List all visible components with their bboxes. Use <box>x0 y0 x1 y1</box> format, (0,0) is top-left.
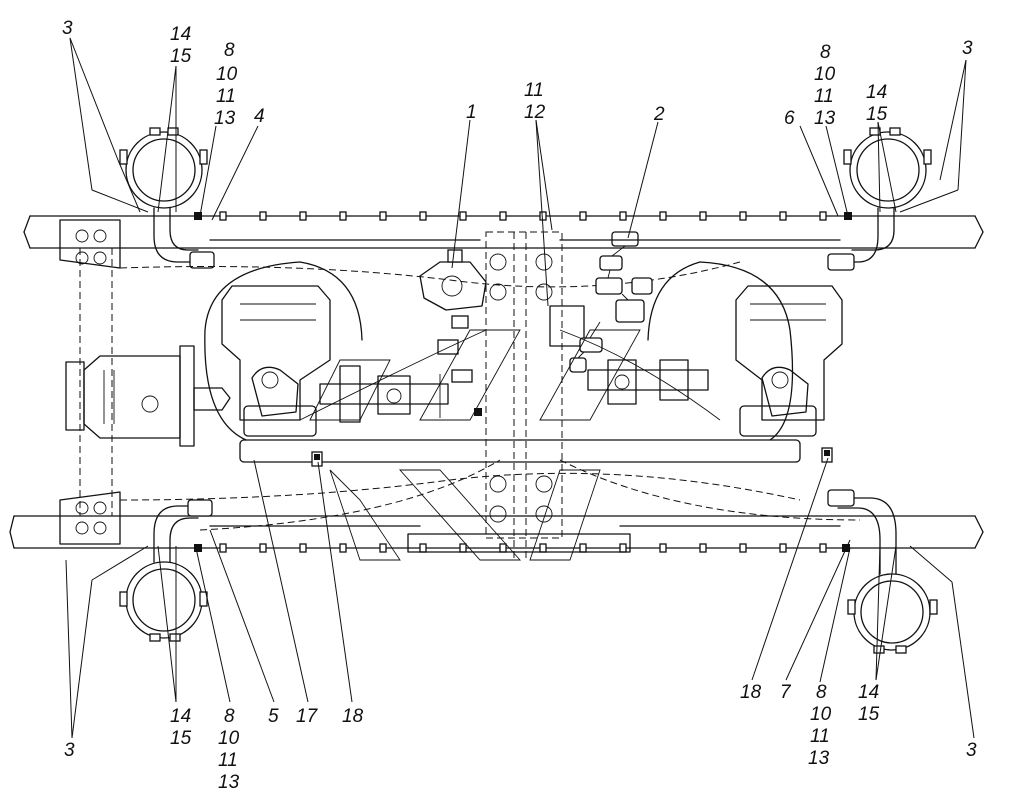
left-cross-member <box>59 219 121 545</box>
callout-3-top-left: 3 <box>62 18 73 39</box>
rivet-head <box>739 543 747 553</box>
brake-chamber-top-left <box>119 127 215 269</box>
rivet-head <box>619 211 627 221</box>
propeller-shaft-left <box>319 365 449 423</box>
callout-6: 6 <box>784 108 795 129</box>
rivet-head <box>259 211 267 221</box>
frame-rivets <box>219 211 827 553</box>
rivet-head <box>699 211 707 221</box>
callout-5: 5 <box>268 706 279 727</box>
leader-lines <box>65 37 975 739</box>
callout-11-center: 11 <box>524 80 544 101</box>
callout-15-top-right: 15 <box>866 104 888 125</box>
callout-18-bottom-right: 18 <box>740 682 762 703</box>
callout-14-bottom-left: 14 <box>170 706 191 727</box>
transmission-housing <box>65 345 231 447</box>
callout-10-bottom-left: 10 <box>218 728 240 749</box>
callout-13-top-left: 13 <box>214 108 236 129</box>
callout-8-bottom-right: 8 <box>816 682 827 703</box>
rivet-head <box>379 543 387 553</box>
rivet-head <box>499 211 507 221</box>
rivet-head <box>339 543 347 553</box>
center-brace <box>309 329 641 561</box>
brake-chamber-top-right <box>827 127 932 271</box>
rivet-head <box>539 543 547 553</box>
rivet-head <box>459 543 467 553</box>
callout-4: 4 <box>254 106 265 127</box>
rivet-head <box>459 211 467 221</box>
callout-labels: 3 14 15 8 10 11 13 4 1 11 12 2 8 10 11 1… <box>62 18 977 793</box>
callout-8-top-left: 8 <box>224 40 235 61</box>
callout-3-bottom-left: 3 <box>64 740 75 761</box>
callout-15-top-left: 15 <box>170 46 192 67</box>
rivet-head <box>819 211 827 221</box>
callout-13-top-right: 13 <box>814 108 836 129</box>
callout-15-bottom-right: 15 <box>858 704 880 725</box>
callout-11-top-left: 11 <box>216 86 236 107</box>
propeller-shaft-right <box>587 359 709 405</box>
callout-3-bottom-right: 3 <box>966 740 977 761</box>
axle-housing-outlines <box>119 261 861 531</box>
rivet-head <box>419 543 427 553</box>
callout-1: 1 <box>466 102 477 123</box>
callout-14-bottom-right: 14 <box>858 682 879 703</box>
callout-12: 12 <box>524 102 546 123</box>
brake-chamber-bottom-right <box>827 489 938 654</box>
callout-10-top-right: 10 <box>814 64 836 85</box>
frame-rail-bottom <box>9 515 984 549</box>
rivet-head <box>419 211 427 221</box>
brake-chamber-bottom-left <box>119 499 213 642</box>
rivet-head <box>379 211 387 221</box>
callout-13-bottom-left: 13 <box>218 772 240 793</box>
callout-11-bottom-right: 11 <box>810 726 830 747</box>
rivet-head <box>699 543 707 553</box>
rivet-head <box>299 211 307 221</box>
rivet-head <box>739 211 747 221</box>
rear-axle-right <box>735 285 843 437</box>
rivet-head <box>579 543 587 553</box>
callout-14-top-left: 14 <box>170 24 191 45</box>
brake-valve-1 <box>419 249 487 416</box>
rivet-head <box>659 211 667 221</box>
brake-lines <box>209 239 841 527</box>
rivet-head <box>819 543 827 553</box>
callout-10-top-left: 10 <box>216 64 238 85</box>
rivet-head <box>259 543 267 553</box>
callout-15-bottom-left: 15 <box>170 728 192 749</box>
rivet-head <box>659 543 667 553</box>
brake-valve-2 <box>569 231 653 373</box>
callout-10-bottom-right: 10 <box>810 704 832 725</box>
callout-11-top-right: 11 <box>814 86 834 107</box>
rivet-head <box>579 211 587 221</box>
rivet-head <box>219 543 227 553</box>
callout-2: 2 <box>653 104 665 125</box>
center-mount-block <box>407 231 631 560</box>
callout-17: 17 <box>296 706 319 727</box>
rivet-head <box>779 543 787 553</box>
rivet-head <box>219 211 227 221</box>
callout-3-top-right: 3 <box>962 38 973 59</box>
callout-14-top-right: 14 <box>866 82 887 103</box>
sensor-left <box>311 451 323 467</box>
rivet-head <box>299 543 307 553</box>
rivet-head <box>779 211 787 221</box>
callout-11-bottom-left: 11 <box>218 750 238 771</box>
callout-13-bottom-right: 13 <box>808 748 830 769</box>
callout-18-bottom-center: 18 <box>342 706 364 727</box>
rear-axle-left <box>221 285 801 463</box>
callout-8-top-right: 8 <box>820 42 831 63</box>
rivet-head <box>339 211 347 221</box>
callout-8-bottom-left: 8 <box>224 706 235 727</box>
callout-7: 7 <box>780 682 792 703</box>
rivet-head <box>499 543 507 553</box>
rivet-head <box>619 543 627 553</box>
rivet-head <box>539 211 547 221</box>
